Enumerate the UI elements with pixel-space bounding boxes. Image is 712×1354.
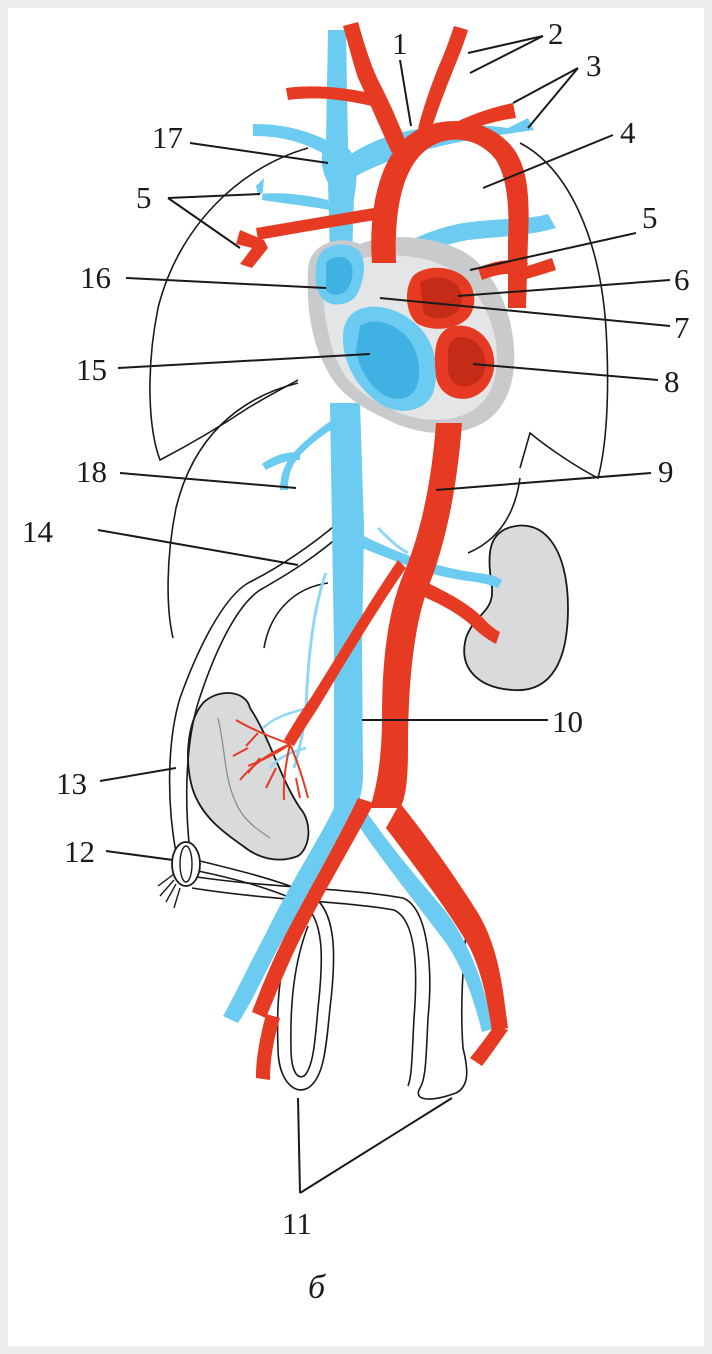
diaphragm-right — [168, 383, 298, 638]
label-5-right: 5 — [642, 200, 658, 235]
figure-caption: б — [308, 1269, 327, 1306]
label-9: 9 — [658, 454, 674, 489]
label-2: 2 — [548, 16, 564, 51]
label-12: 12 — [64, 834, 95, 869]
label-11: 11 — [282, 1206, 312, 1241]
diagram-frame: 1 2 3 4 5 6 7 8 9 10 11 12 13 14 15 16 1… — [8, 8, 704, 1346]
mesenteric-vein — [294, 573, 326, 768]
label-10: 10 — [552, 704, 583, 739]
label-15: 15 — [76, 352, 107, 387]
intestine — [188, 693, 309, 860]
left-iliac-continuation — [470, 1026, 508, 1066]
kidney — [464, 526, 568, 691]
label-16: 16 — [80, 260, 111, 295]
right-pulmonary-vein — [256, 178, 330, 210]
right-subclavian-vein — [253, 124, 338, 158]
label-5-left: 5 — [136, 180, 152, 215]
label-8: 8 — [664, 364, 680, 399]
label-17: 17 — [152, 120, 183, 155]
label-1: 1 — [392, 26, 408, 61]
label-4: 4 — [620, 115, 636, 150]
label-14: 14 — [22, 514, 54, 549]
label-18: 18 — [76, 454, 107, 489]
right-iliac-continuation — [256, 1014, 280, 1080]
descending-aorta — [370, 423, 462, 808]
label-3: 3 — [586, 48, 602, 83]
left-lung-outline — [520, 143, 608, 478]
label-6: 6 — [674, 262, 690, 297]
circulatory-system-diagram: 1 2 3 4 5 6 7 8 9 10 11 12 13 14 15 16 1… — [8, 8, 704, 1346]
umbilicus — [158, 842, 200, 908]
right-pulmonary-artery — [256, 208, 376, 240]
label-13: 13 — [56, 766, 87, 801]
label-7: 7 — [674, 310, 690, 345]
